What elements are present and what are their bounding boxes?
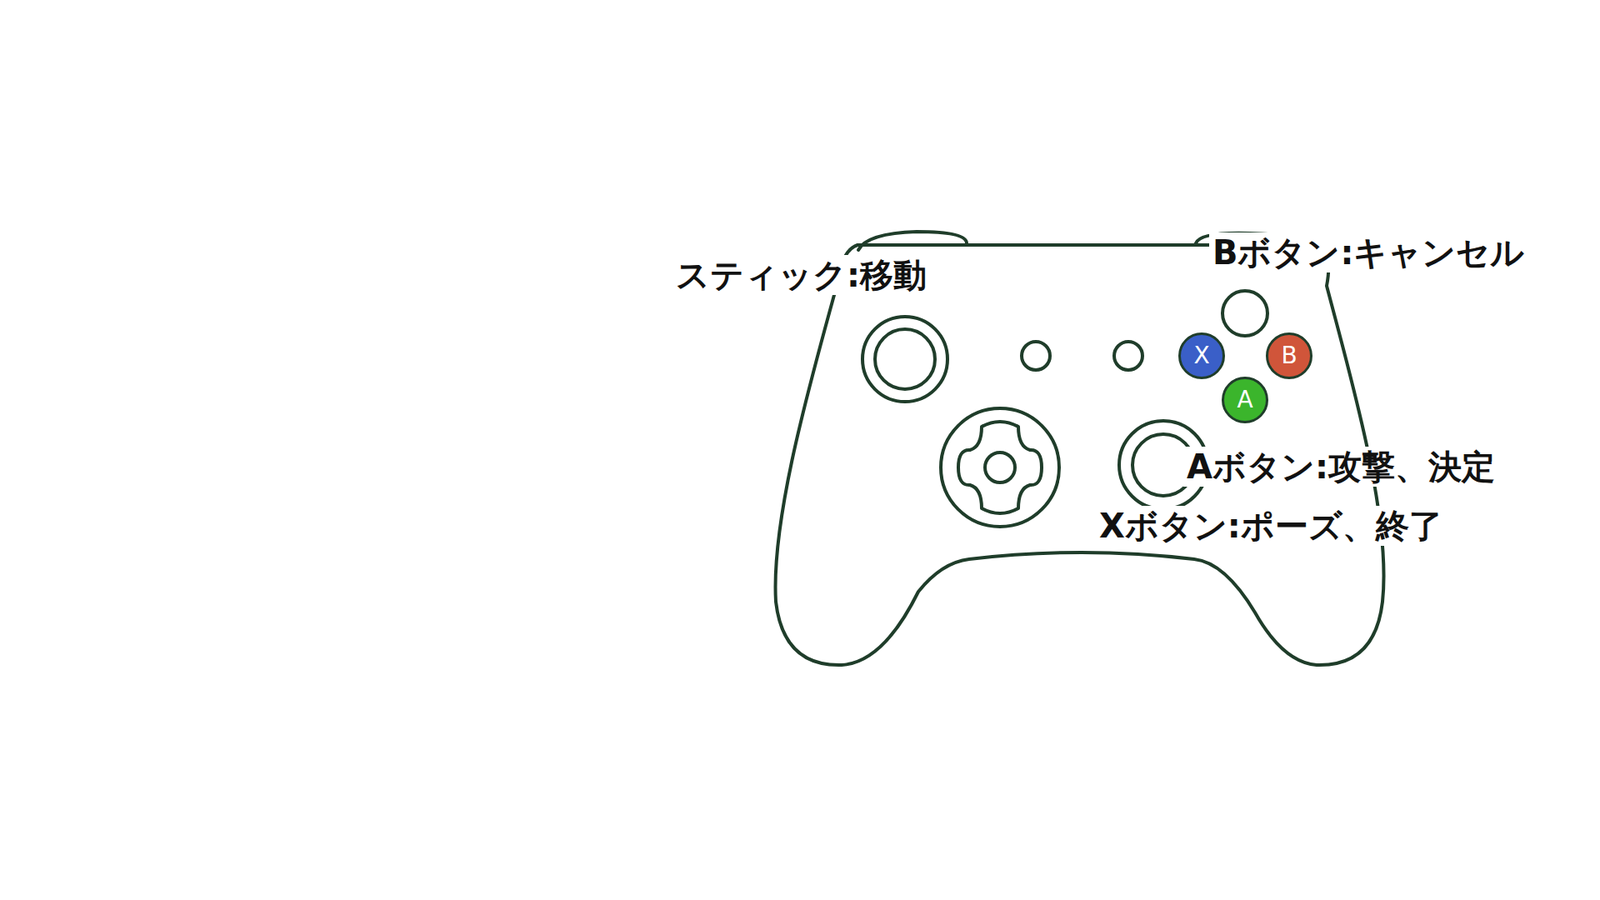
controller-shoulder [858, 231, 967, 250]
dpad-cross [958, 421, 1042, 514]
menu-button [1114, 341, 1143, 370]
button-callout: スティック:移動 [672, 255, 930, 295]
left-stick-cap [875, 329, 935, 390]
top-face-button [1222, 290, 1268, 336]
menu-button [1021, 341, 1050, 370]
button-letter: X [1193, 344, 1210, 368]
button-callout: Xボタン:ポーズ、終了 [1095, 505, 1446, 546]
button-callout: Bボタン:キャンセル [1209, 232, 1528, 273]
button-letter: B [1280, 344, 1297, 368]
face-button: X [1178, 332, 1225, 380]
dpad-center [985, 452, 1015, 483]
button-callout: Aボタン:攻撃、決定 [1183, 446, 1499, 487]
left-stick [862, 316, 948, 402]
dpad-ring [940, 408, 1060, 527]
face-button: B [1265, 332, 1313, 380]
button-letter: A [1236, 388, 1253, 412]
face-button: A [1221, 376, 1269, 424]
